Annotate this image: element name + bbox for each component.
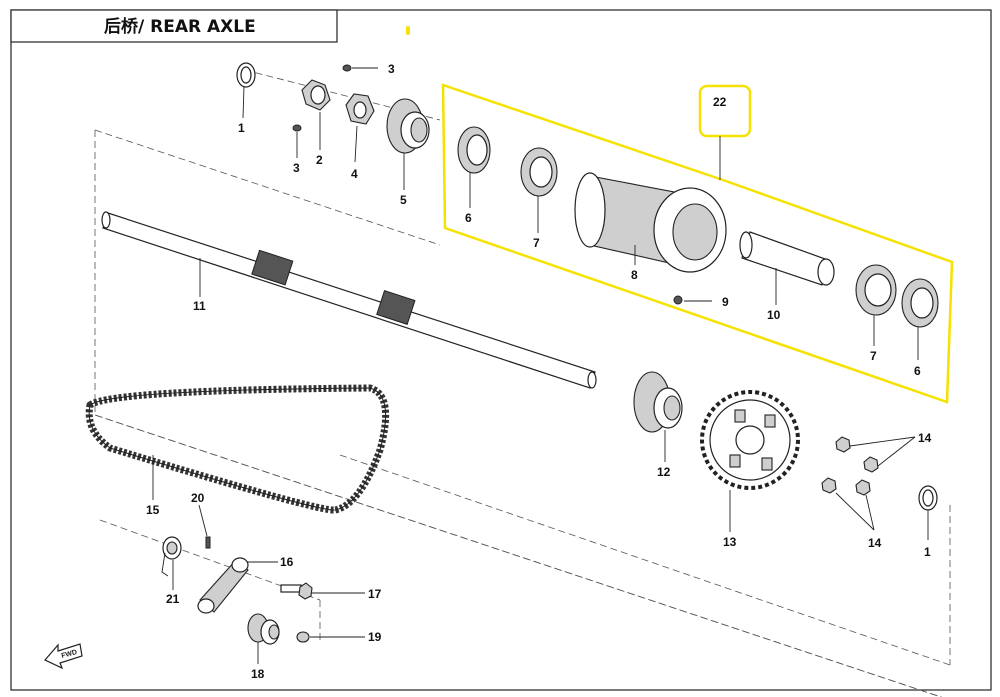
axle-housing-part — [574, 172, 727, 273]
callout-7: 7 — [533, 236, 540, 250]
oil-seal-part — [901, 278, 939, 360]
callout-16: 16 — [280, 555, 294, 569]
rear-axle-shaft — [101, 211, 597, 389]
callout-14: 14 — [918, 431, 932, 445]
bearing-part — [855, 264, 897, 346]
circlip-part — [918, 485, 938, 540]
drive-chain-part — [85, 384, 390, 514]
title-box: 后桥/ REAR AXLE — [10, 9, 338, 43]
oil-seal-part — [457, 126, 491, 208]
highlight-mark — [406, 26, 410, 35]
callout-19: 19 — [368, 630, 382, 644]
callout-2: 2 — [316, 153, 323, 167]
page-frame — [10, 9, 992, 691]
svg-text:FWD: FWD — [61, 649, 78, 660]
callout-6: 6 — [465, 211, 472, 225]
bearing-part — [520, 147, 558, 233]
callout-14: 14 — [868, 536, 882, 550]
callout-3: 3 — [293, 161, 300, 175]
callout-21: 21 — [166, 592, 180, 606]
circlip-part — [236, 62, 256, 119]
dashed-line — [94, 129, 441, 246]
washer-part — [296, 631, 365, 643]
pin-part — [292, 64, 378, 158]
callout-5: 5 — [400, 193, 407, 207]
dashed-line — [94, 414, 943, 697]
callout-17: 17 — [368, 587, 382, 601]
pivot-bolt-part — [280, 582, 365, 600]
page-title: 后桥/ REAR AXLE — [104, 17, 256, 37]
flange-part — [386, 98, 430, 190]
callout-4: 4 — [351, 167, 358, 181]
sprocket-hub-part — [633, 371, 683, 462]
callout-9: 9 — [722, 295, 729, 309]
callout-1: 1 — [238, 121, 245, 135]
callout-6: 6 — [914, 364, 921, 378]
fwd-arrow-icon: FWD — [44, 643, 83, 670]
callout-3: 3 — [388, 62, 395, 76]
callout-22-highlight — [698, 84, 752, 138]
callout-10: 10 — [767, 308, 781, 322]
callout-8: 8 — [631, 268, 638, 282]
spring-pin-part — [198, 504, 211, 549]
spacer-sleeve-part — [739, 231, 835, 305]
hex-nut-part — [345, 93, 375, 163]
callout-22: 22 — [713, 95, 727, 109]
callout-7: 7 — [870, 349, 877, 363]
callout-18: 18 — [251, 667, 265, 681]
tensioner-arm-part — [197, 557, 278, 614]
callout-15: 15 — [146, 503, 160, 517]
dashed-line — [339, 454, 951, 666]
callout-11: 11 — [193, 299, 206, 313]
bolt-part — [821, 436, 916, 531]
chain-roller-part — [247, 613, 280, 664]
callout-20: 20 — [191, 491, 205, 505]
dashed-line — [99, 519, 321, 601]
callout-13: 13 — [723, 535, 737, 549]
castle-nut-part — [301, 79, 331, 150]
grease-nipple-part — [673, 295, 712, 305]
tension-spring-part — [161, 536, 182, 590]
assembly-22-highlight — [441, 83, 954, 404]
callout-1: 1 — [924, 545, 931, 559]
callout-12: 12 — [657, 465, 671, 479]
sprocket-part — [700, 390, 800, 532]
